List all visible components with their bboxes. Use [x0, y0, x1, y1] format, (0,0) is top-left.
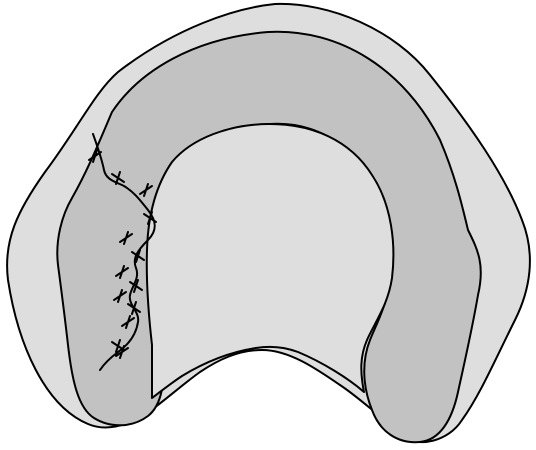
- inner-opening: [147, 124, 394, 398]
